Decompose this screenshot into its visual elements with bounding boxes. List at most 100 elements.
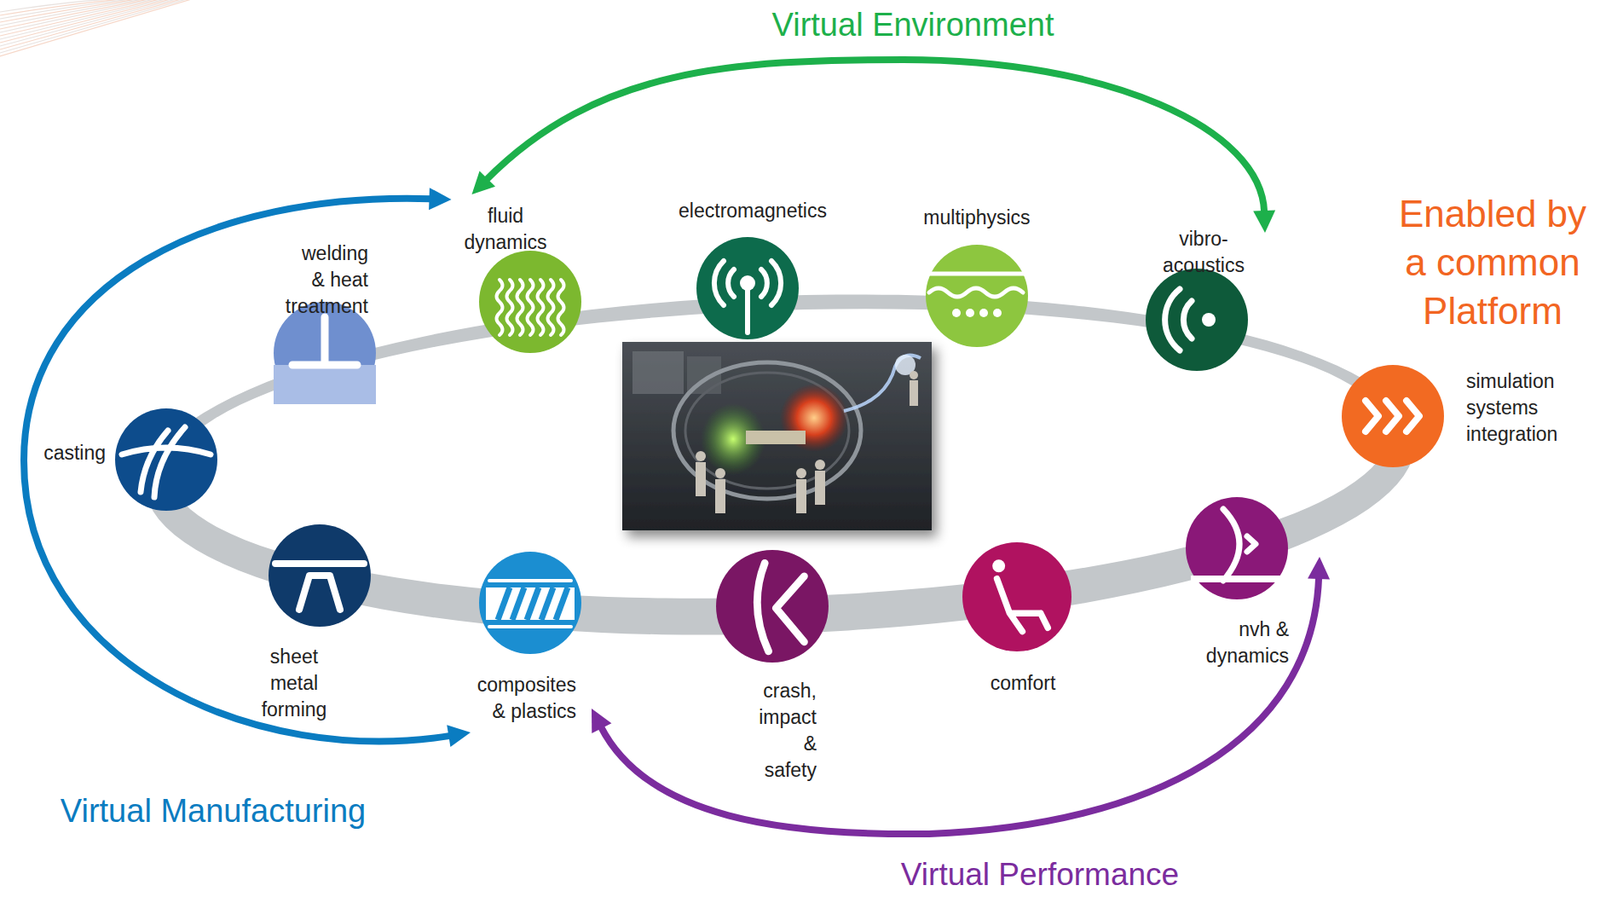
decor-shape — [992, 559, 1006, 572]
decor-shape — [268, 524, 371, 627]
icon-node: nvh & dynamics — [1185, 496, 1289, 671]
icon-node: casting — [42, 408, 218, 511]
icon-node: electromagnetics — [678, 197, 828, 340]
decor-shape — [512, 587, 525, 620]
decor-shape — [526, 587, 539, 620]
node-icon — [1185, 496, 1289, 600]
decor-shape — [1165, 288, 1192, 351]
decor-shape — [1201, 312, 1216, 327]
decor-shape — [814, 459, 826, 470]
phase-label: Virtual Performance — [901, 856, 1179, 894]
node-icon — [716, 549, 829, 663]
decor-shape — [962, 542, 1072, 652]
central-illustration — [622, 341, 932, 531]
arrow-head — [428, 187, 451, 210]
decor-shape — [745, 430, 806, 445]
node-label: nvh & dynamics — [1204, 616, 1289, 670]
cycle-arrow — [591, 556, 1330, 834]
icon-node: comfort — [962, 542, 1072, 698]
icon-node: composites & plastics — [475, 551, 582, 726]
arrow-line — [600, 577, 1319, 834]
phase-label: Virtual Environment — [772, 6, 1055, 45]
node-label: vibro-acoustics — [1162, 225, 1246, 279]
node-label: fluid dynamics — [463, 202, 549, 256]
decor-shape — [997, 578, 1049, 632]
node-icon — [1145, 268, 1248, 371]
decor-shape — [796, 479, 807, 514]
node-label: multiphysics — [923, 204, 1032, 232]
node-icon — [115, 408, 218, 511]
node-label: comfort — [989, 670, 1057, 697]
decor-shape — [695, 462, 706, 497]
arrow-line — [485, 59, 1265, 213]
icon-node: vibro-acoustics — [1145, 225, 1248, 371]
node-icon — [479, 551, 582, 654]
node-icon — [696, 236, 799, 340]
decor-shape — [1190, 575, 1283, 583]
cycle-arrow — [472, 59, 1277, 233]
arrow-head — [1253, 210, 1276, 233]
decor-shape — [696, 236, 799, 340]
decor-shape — [695, 450, 706, 462]
node-icon — [268, 524, 371, 627]
decor-shape — [1365, 400, 1420, 432]
decor-shape — [1341, 364, 1445, 468]
decor-shape — [929, 273, 1025, 297]
decor-shape — [814, 470, 826, 505]
icon-node: simulation systems integration — [1341, 364, 1560, 468]
node-label: simulation systems integration — [1466, 368, 1560, 448]
arrow-head — [591, 708, 612, 734]
decor-shape — [909, 380, 919, 406]
cycle-arrow — [23, 187, 471, 747]
decor-shape — [756, 562, 804, 651]
decor-shape — [714, 260, 781, 333]
decor-shape — [979, 308, 988, 318]
decor-shape — [1145, 268, 1248, 371]
icon-node: fluid dynamics — [463, 202, 583, 353]
decor-shape — [489, 580, 572, 627]
decor-shape — [909, 370, 919, 380]
decor-shape — [541, 587, 554, 620]
node-icon — [479, 250, 582, 353]
decor-shape — [558, 279, 565, 336]
decor-shape — [965, 308, 975, 318]
decor-shape — [715, 467, 726, 479]
decor-shape — [952, 308, 1002, 318]
node-icon — [925, 244, 1029, 347]
decor-shape — [673, 362, 861, 499]
stripe — [0, 0, 195, 57]
decor-shape — [715, 479, 726, 514]
decor-shape — [716, 549, 829, 663]
decor-shape — [479, 250, 582, 353]
node-label: composites & plastics — [475, 671, 577, 725]
decor-shape — [952, 308, 961, 318]
icon-node: sheet metal forming — [260, 524, 371, 724]
arrow-head — [446, 724, 471, 747]
decor-shape — [1185, 496, 1289, 600]
node-label: electromagnetics — [678, 197, 828, 225]
phase-label: Virtual Manufacturing — [60, 792, 366, 831]
icon-node: multiphysics — [923, 204, 1032, 347]
decor-shape — [993, 308, 1002, 318]
node-icon — [962, 542, 1072, 652]
decor-shape — [925, 244, 1029, 347]
node-icon — [1341, 364, 1445, 468]
decor-shape — [622, 341, 932, 531]
node-label: crash, impact & safety — [757, 677, 817, 784]
icon-node: crash, impact & safety — [716, 549, 829, 785]
decor-shape — [496, 279, 503, 336]
node-label: casting — [42, 439, 106, 467]
arrow-line — [23, 198, 451, 742]
decor-shape — [548, 279, 555, 336]
icon-node: welding & heat treatment — [273, 240, 376, 405]
corner-stripes — [0, 0, 195, 57]
node-label: sheet metal forming — [260, 643, 328, 723]
decor-shape — [527, 279, 534, 336]
decor-shape — [479, 551, 582, 654]
decor-shape — [555, 587, 568, 620]
decor-shape — [517, 279, 524, 336]
decor-shape — [273, 364, 376, 405]
decor-shape — [115, 408, 218, 511]
node-label: welding & heat treatment — [283, 240, 369, 320]
